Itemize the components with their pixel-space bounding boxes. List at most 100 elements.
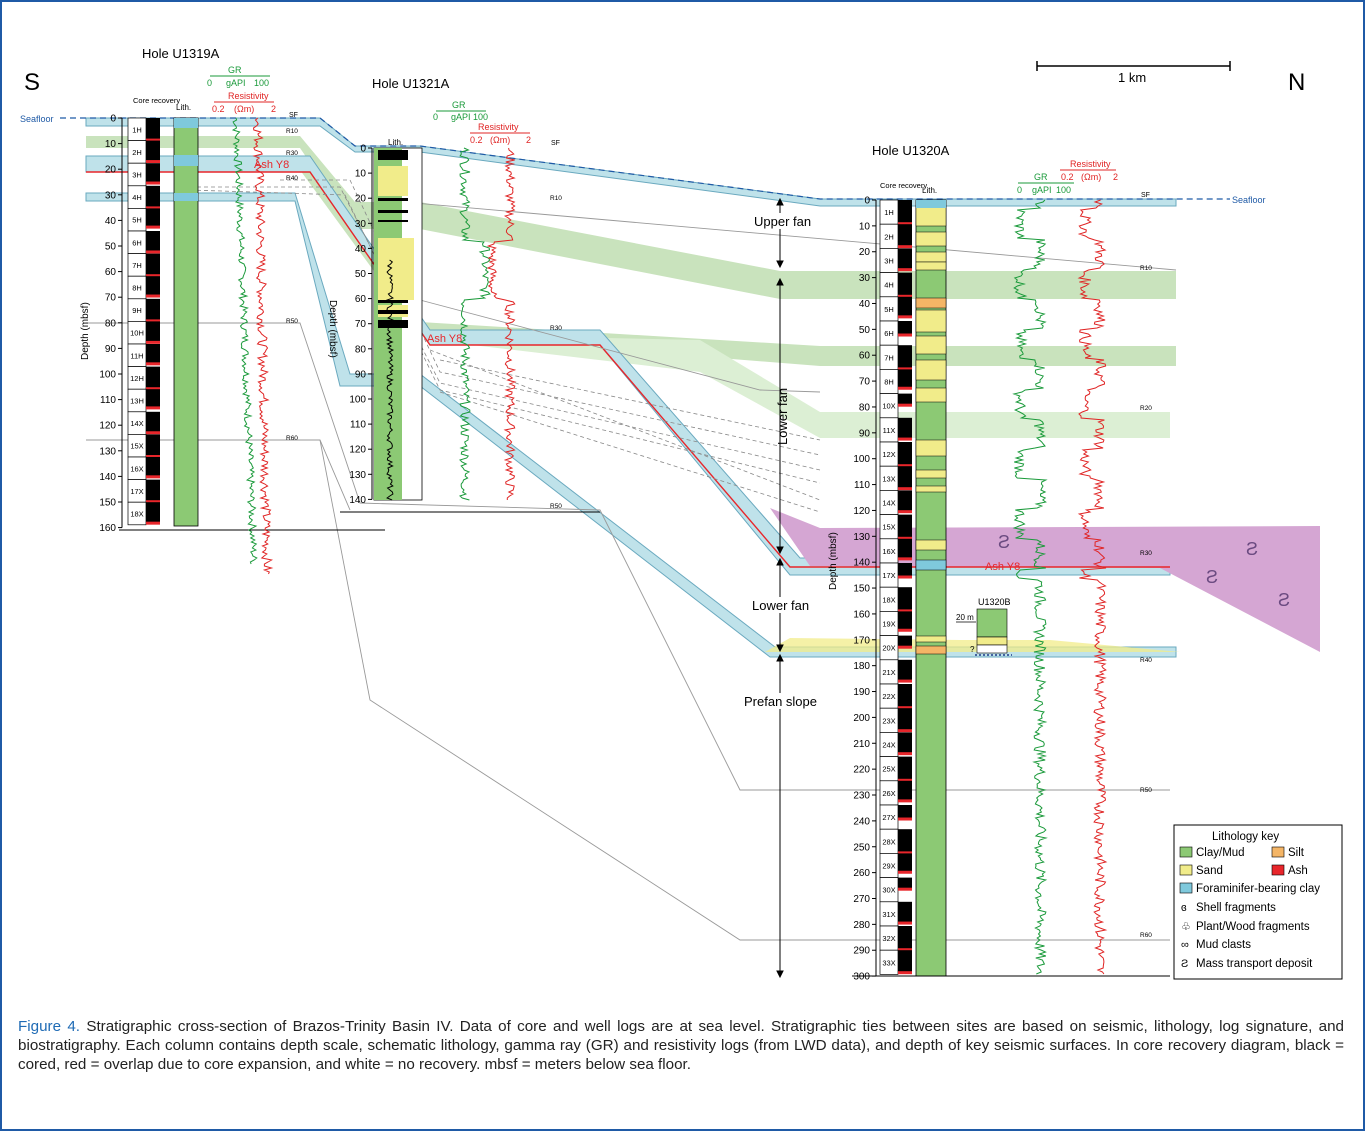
u1320a-tick-label: 90	[859, 428, 871, 439]
u1321a-reflector-label: R50	[550, 503, 562, 510]
u1320a-core-overlap	[898, 575, 912, 579]
u1320a-core-label: 13X	[882, 474, 895, 483]
u1320a-core-recovered	[898, 248, 912, 271]
u1319a-foram-mid	[174, 155, 198, 166]
u1321a-tick-label: 0	[360, 144, 366, 155]
u1319a-reflector-label: R10	[286, 128, 298, 135]
interval-labels: Upper fan Lower fan Lower fan Prefan slo…	[740, 213, 824, 709]
u1319a-core-label: 16X	[130, 464, 143, 473]
u1319a-core-overlap	[146, 319, 160, 323]
legend-swatch-foram	[1179, 882, 1193, 894]
caption-text: Stratigraphic cross-section of Brazos-Tr…	[18, 1018, 1344, 1073]
u1320a-core-column: 1H2H3H4H5H6H7H8H10X11X12X13X14X15X16X17X…	[879, 199, 912, 975]
ash-y8-line	[86, 171, 1170, 568]
u1320a-core-overlap	[898, 437, 912, 441]
u1320a-depth-axis: 0102030405060708090100110120130140150160…	[853, 196, 877, 983]
u1320a-core-recovered	[898, 780, 912, 802]
legend-label: Mud clasts	[1196, 939, 1251, 951]
u1320a-core-overlap	[898, 464, 912, 468]
u1320a-core-recovered	[898, 345, 912, 370]
u1320a-core-overlap	[898, 851, 912, 855]
u1320a-gr-unit: gAPI	[1032, 185, 1052, 195]
u1321a-lith-label: Lith.	[388, 138, 403, 147]
u1320a-core-recovered	[898, 635, 912, 648]
u1321a-gr-min: 0	[433, 112, 438, 122]
u1320a-bed-sand	[915, 335, 947, 355]
u1320a-core-label: 10X	[882, 402, 895, 411]
u1319a-core-overlap	[146, 475, 160, 479]
u1320a-core-recovered	[898, 272, 912, 297]
u1320a-tick-label: 270	[853, 894, 870, 905]
u1320b-query: ?	[970, 645, 975, 654]
legend-label: Sand	[1196, 865, 1223, 877]
u1319a-core-overlap	[146, 362, 160, 366]
u1320a-tick-label: 50	[859, 325, 871, 336]
u1321a-black-bed	[378, 198, 408, 201]
u1320a-ash: Ash Y8	[985, 561, 1020, 573]
hole-u1321a: Hole U1321A Lith. GR 0 gAPI 100 Resistiv…	[327, 76, 600, 513]
u1320a-bed-sand	[915, 251, 947, 263]
direction-south: S	[24, 69, 40, 96]
u1319a-tick-label: 10	[105, 139, 117, 150]
u1319a-gr-min: 0	[207, 78, 212, 88]
u1319a-gr-unit: gAPI	[226, 78, 246, 88]
u1321a-sf: SF	[551, 140, 560, 147]
u1320a-core-recovered	[898, 926, 912, 951]
legend-swatch-silt	[1271, 846, 1285, 858]
u1320b-scale: 20 m	[956, 613, 974, 622]
u1319a-core-label: 13H	[130, 397, 144, 406]
u1320a-tick-label: 130	[853, 532, 870, 543]
u1319a-gr-max: 100	[254, 78, 269, 88]
legend-label: Foraminifer-bearing clay	[1196, 883, 1320, 895]
interval-upper-fan: Upper fan	[754, 214, 811, 229]
u1320a-core-recovered	[898, 296, 912, 318]
u1320a-res-min: 0.2	[1061, 172, 1074, 182]
u1320a-core-recovered	[898, 877, 912, 890]
u1320a-axis-label: Depth (mbsf)	[828, 532, 839, 590]
u1320a-lith-beds	[915, 200, 947, 655]
u1320a-core-recovered	[898, 369, 912, 389]
u1320a-core-recovered	[898, 587, 912, 612]
u1321a-tick-label: 110	[350, 420, 366, 431]
u1319a-core-recovered	[146, 298, 160, 322]
u1320a-tick-label: 110	[854, 480, 870, 491]
u1320a-logs	[1012, 199, 1108, 975]
u1320a-core-label: 12X	[882, 450, 895, 459]
u1320a-core-overlap	[898, 609, 912, 613]
u1320a-tick-label: 190	[853, 687, 870, 698]
u1320a-gr-log	[1012, 199, 1048, 975]
u1319a-core-recovered	[146, 366, 160, 390]
u1320a-bed-sand	[915, 539, 947, 551]
u1319a-core-label: 17X	[130, 487, 143, 496]
band-green-3	[420, 334, 1170, 438]
legend-label: Shell fragments	[1196, 902, 1276, 914]
u1319a-reflector-label: R30	[286, 150, 298, 157]
u1320a-core-label: 30X	[882, 886, 895, 895]
u1320a-lith-label: Lith.	[922, 186, 937, 195]
legend-symbol-plant: ♧	[1181, 921, 1191, 933]
seafloor-label-left: Seafloor	[20, 114, 54, 124]
interval-lower-fan-2: Lower fan	[752, 598, 809, 613]
u1319a-core-overlap	[146, 225, 160, 229]
u1320a-core-recovered	[898, 417, 912, 440]
u1319a-res-max: 2	[271, 104, 276, 114]
u1320a-core-overlap	[898, 536, 912, 540]
u1319a-core-recovered	[146, 140, 160, 163]
u1319a-core-recovered	[146, 253, 160, 277]
u1320a-core-label: 31X	[882, 910, 895, 919]
u1320a-sf: SF	[1141, 192, 1150, 199]
u1320a-core-label: 23X	[882, 716, 895, 725]
u1320a-tick-label: 170	[853, 635, 870, 646]
u1321a-res-min: 0.2	[470, 135, 483, 145]
u1320a-core-label: 5H	[884, 305, 894, 314]
band-blue-lower	[85, 192, 1177, 658]
u1320a-tick-label: 210	[853, 739, 870, 750]
u1320a-core-label: 27X	[882, 813, 895, 822]
u1320a-core-recovered	[898, 393, 912, 406]
legend-label: Ash	[1288, 865, 1308, 877]
u1319a-core-overlap	[146, 250, 160, 254]
u1321a-black-bed	[378, 150, 408, 156]
